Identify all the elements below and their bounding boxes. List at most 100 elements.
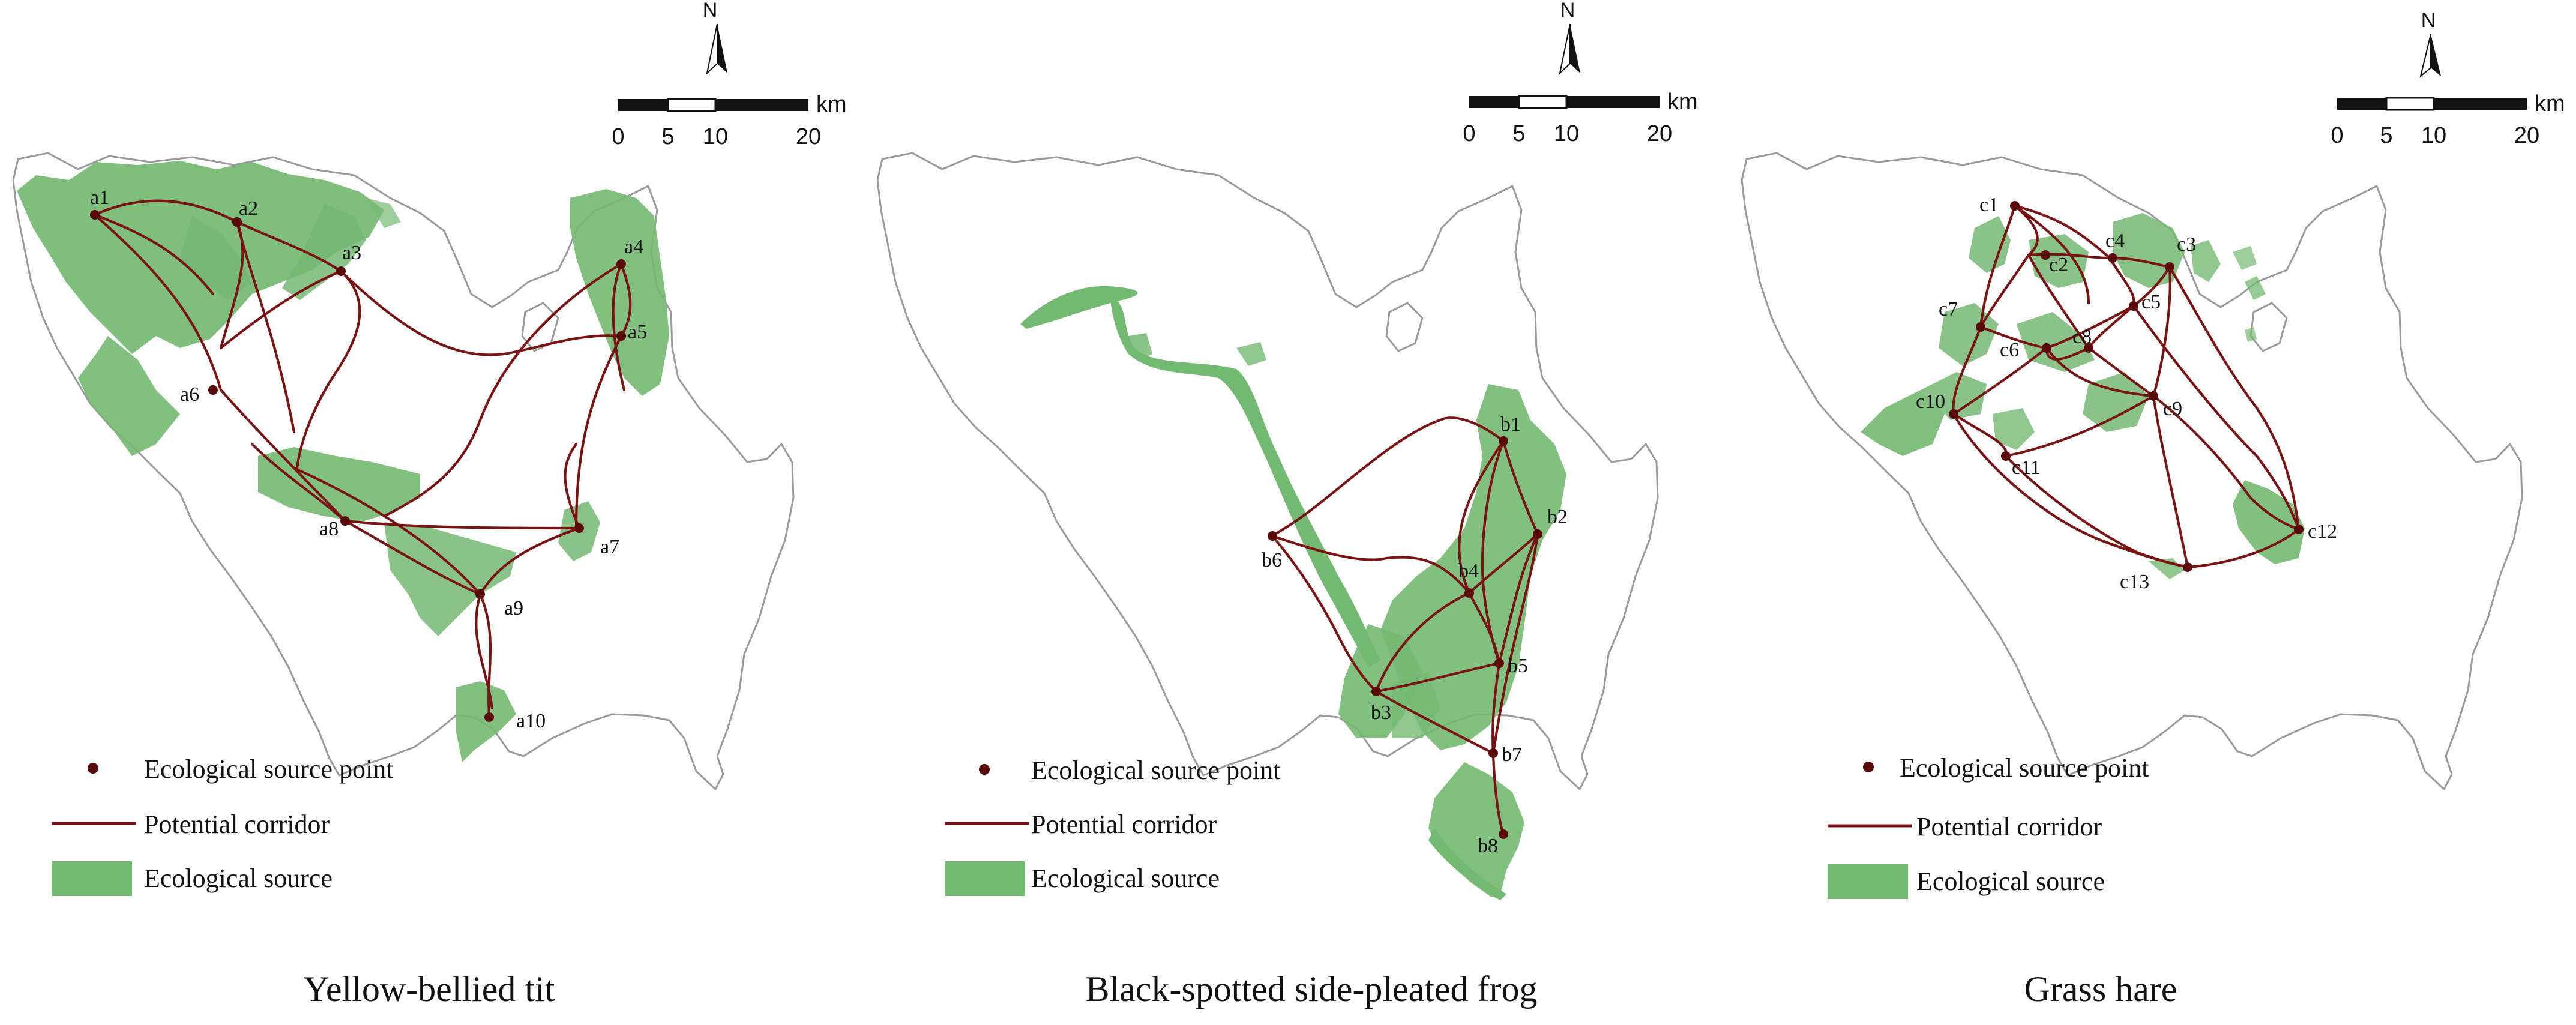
svg-text:Ecological source point: Ecological source point — [144, 754, 393, 784]
source-point-c8[interactable]: c8 — [2072, 326, 2093, 353]
source-point-c2[interactable]: c2 — [2041, 250, 2068, 276]
svg-text:0: 0 — [2331, 123, 2343, 148]
svg-text:Ecological source: Ecological source — [144, 864, 333, 893]
svg-text:b6: b6 — [1262, 549, 1282, 571]
legend: Ecological source point Potential corrid… — [52, 754, 393, 896]
north-arrow: N — [703, 0, 727, 75]
potential-corridors — [1952, 204, 2301, 569]
svg-text:5: 5 — [661, 124, 674, 149]
source-point-a9[interactable]: a9 — [475, 589, 523, 619]
source-point-a7[interactable]: a7 — [574, 523, 619, 558]
source-point-b7[interactable]: b7 — [1488, 744, 1522, 766]
legend: Ecological source point Potential corrid… — [945, 756, 1280, 896]
source-point-b8[interactable]: b8 — [1478, 829, 1508, 857]
source-point-c12[interactable]: c12 — [2294, 520, 2337, 543]
svg-text:a5: a5 — [628, 321, 647, 343]
panel-caption: Grass hare — [2024, 969, 2177, 1009]
svg-text:c6: c6 — [2000, 339, 2019, 361]
svg-text:km: km — [2535, 91, 2565, 116]
source-point-c9[interactable]: c9 — [2149, 391, 2182, 420]
source-point-a5[interactable]: a5 — [616, 321, 647, 343]
svg-text:a2: a2 — [239, 197, 258, 220]
legend: Ecological source point Potential corrid… — [1828, 753, 2149, 899]
svg-text:c3: c3 — [2177, 233, 2196, 256]
svg-text:km: km — [816, 92, 847, 117]
source-point-c13[interactable]: c13 — [2120, 562, 2192, 593]
svg-text:a4: a4 — [624, 236, 643, 258]
ecological-source-points: a1 a2 a3 a4 a5 a6 a7 a8 a9 a10 — [90, 187, 647, 732]
svg-text:5: 5 — [2380, 123, 2392, 148]
svg-text:Ecological source point: Ecological source point — [1031, 756, 1280, 785]
source-point-c1[interactable]: c1 — [1979, 194, 2020, 216]
panel-caption: Yellow-bellied tit — [304, 969, 555, 1009]
svg-text:b3: b3 — [1371, 702, 1391, 724]
svg-text:20: 20 — [1647, 121, 1672, 146]
source-point-a4[interactable]: a4 — [616, 236, 643, 269]
svg-text:b5: b5 — [1508, 655, 1528, 677]
panel-yellow-bellied-tit: a1 a2 a3 a4 a5 a6 a7 a8 a9 a10 N 0 5 10 … — [12, 0, 847, 1009]
svg-text:a10: a10 — [516, 710, 546, 732]
svg-text:a7: a7 — [600, 536, 619, 558]
svg-text:c11: c11 — [2012, 457, 2041, 479]
svg-text:0: 0 — [612, 124, 624, 149]
svg-text:a3: a3 — [342, 242, 361, 264]
svg-text:N: N — [1560, 0, 1575, 22]
potential-corridors — [1271, 416, 1539, 836]
source-point-b6[interactable]: b6 — [1262, 531, 1282, 571]
svg-text:c12: c12 — [2308, 520, 2337, 543]
svg-text:b1: b1 — [1500, 413, 1521, 436]
svg-text:10: 10 — [1554, 121, 1579, 146]
source-point-c10[interactable]: c10 — [1916, 391, 1958, 419]
svg-text:5: 5 — [1512, 121, 1525, 146]
north-arrow: N — [1559, 0, 1580, 75]
source-point-b2[interactable]: b2 — [1533, 506, 1568, 539]
north-arrow: N — [2419, 9, 2441, 78]
svg-text:a8: a8 — [319, 518, 339, 540]
source-point-a10[interactable]: a10 — [484, 710, 546, 732]
svg-text:c2: c2 — [2049, 254, 2068, 276]
potential-corridors — [93, 199, 632, 716]
svg-text:c9: c9 — [2163, 398, 2182, 420]
svg-text:0: 0 — [1463, 121, 1475, 146]
panel-grass-hare: c1 c2 c3 c4 c5 c6 c7 c8 c9 c10 c11 c12 c… — [1741, 9, 2565, 1009]
svg-text:b7: b7 — [1502, 744, 1522, 766]
source-point-a3[interactable]: a3 — [336, 242, 361, 276]
source-point-b4[interactable]: b4 — [1458, 560, 1479, 598]
ecological-source-patches — [1861, 213, 2305, 579]
ecological-source-points: b1 b2 b3 b4 b5 b6 b7 b8 — [1262, 413, 1568, 857]
source-point-a1[interactable]: a1 — [90, 187, 109, 220]
svg-text:km: km — [1667, 89, 1698, 115]
panel-black-spotted-side-pleated-frog: b1 b2 b3 b4 b5 b6 b7 b8 N 0 5 10 20 km E… — [876, 0, 1698, 1009]
svg-text:c8: c8 — [2072, 326, 2092, 348]
scale-bar: 0 5 10 20 km — [1463, 89, 1697, 146]
svg-text:b2: b2 — [1547, 506, 1568, 528]
source-point-a8[interactable]: a8 — [319, 516, 350, 540]
svg-text:a9: a9 — [504, 597, 523, 619]
ecological-source-points: c1 c2 c3 c4 c5 c6 c7 c8 c9 c10 c11 c12 c… — [1916, 194, 2337, 593]
svg-text:Potential corridor: Potential corridor — [1031, 810, 1217, 839]
source-point-c5[interactable]: c5 — [2129, 291, 2161, 313]
source-point-b1[interactable]: b1 — [1499, 413, 1521, 446]
panel-caption: Black-spotted side-pleated frog — [1085, 969, 1537, 1009]
scale-bar: 0 5 10 20 km — [2331, 91, 2565, 148]
svg-text:20: 20 — [796, 124, 821, 149]
source-point-a6[interactable]: a6 — [180, 383, 218, 406]
svg-text:20: 20 — [2514, 123, 2539, 148]
source-point-c7[interactable]: c7 — [1939, 298, 1985, 332]
source-point-a2[interactable]: a2 — [232, 197, 258, 227]
source-point-b5[interactable]: b5 — [1494, 655, 1528, 677]
svg-text:Potential corridor: Potential corridor — [1916, 812, 2102, 841]
svg-text:a1: a1 — [90, 187, 109, 209]
source-point-c6[interactable]: c6 — [2000, 339, 2051, 361]
svg-text:c5: c5 — [2141, 291, 2161, 313]
svg-text:c13: c13 — [2120, 571, 2149, 593]
source-point-c11[interactable]: c11 — [2001, 451, 2041, 479]
source-point-b3[interactable]: b3 — [1371, 687, 1391, 724]
svg-text:Ecological source: Ecological source — [1031, 864, 1220, 893]
svg-text:c7: c7 — [1939, 298, 1958, 320]
source-point-c4[interactable]: c4 — [2105, 230, 2125, 263]
scale-bar: 0 5 10 20 km — [612, 92, 846, 149]
svg-text:N: N — [2421, 9, 2436, 32]
source-point-c3[interactable]: c3 — [2165, 233, 2196, 272]
